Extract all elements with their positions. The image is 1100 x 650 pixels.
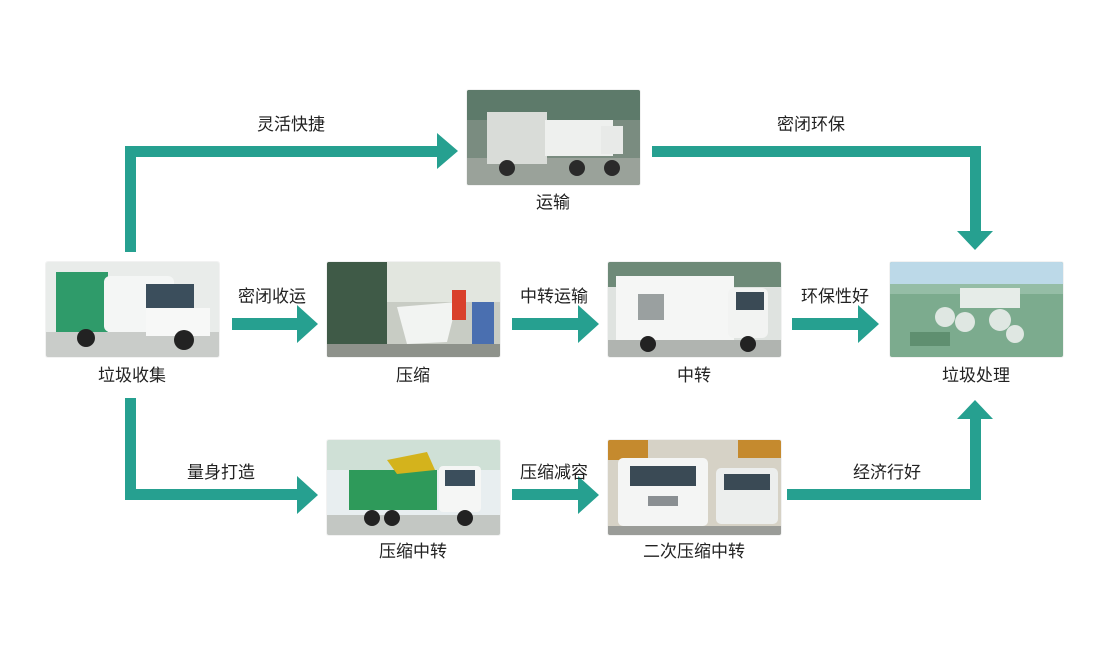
node-label-treat: 垃圾处理: [942, 366, 1010, 386]
arrow-compress-to-transfer: [512, 305, 599, 343]
transfer-truck-image: [608, 262, 781, 357]
edge-label-sealed-collect: 密闭收运: [238, 287, 306, 307]
secondary-compress-truck-image: [608, 440, 781, 535]
edge-label-custom-built: 量身打造: [187, 463, 255, 483]
transport-truck-image: [467, 90, 640, 185]
edge-label-eco-friendly: 环保性好: [801, 287, 869, 307]
edge-label-transfer-transport: 中转运输: [520, 287, 588, 307]
node-label-compress-transfer: 压缩中转: [379, 542, 447, 562]
node-label-transfer: 中转: [677, 366, 711, 386]
arrow-collect-to-transport: [125, 133, 458, 252]
edge-label-sealed-env: 密闭环保: [777, 115, 845, 135]
arrow-collect-to-compress: [232, 305, 318, 343]
node-label-transport: 运输: [536, 193, 570, 213]
collection-truck-image: [46, 262, 219, 357]
arrow-compress-transfer-to-secondary: [512, 476, 599, 514]
arrow-secondary-to-treat: [787, 400, 993, 500]
arrow-transfer-to-treat: [792, 305, 879, 343]
arrow-collect-to-compress-transfer: [125, 398, 318, 514]
arrow-transport-to-treat: [652, 146, 993, 250]
edge-label-flexible: 灵活快捷: [257, 115, 325, 135]
edge-label-compress-reduce: 压缩减容: [520, 463, 588, 483]
edge-label-economical: 经济行好: [853, 463, 921, 483]
treatment-plant-image: [890, 262, 1063, 357]
compress-transfer-truck-image: [327, 440, 500, 535]
node-label-secondary: 二次压缩中转: [643, 542, 745, 562]
node-label-collect: 垃圾收集: [98, 366, 166, 386]
compress-station-image: [327, 262, 500, 357]
node-label-compress: 压缩: [396, 366, 430, 386]
